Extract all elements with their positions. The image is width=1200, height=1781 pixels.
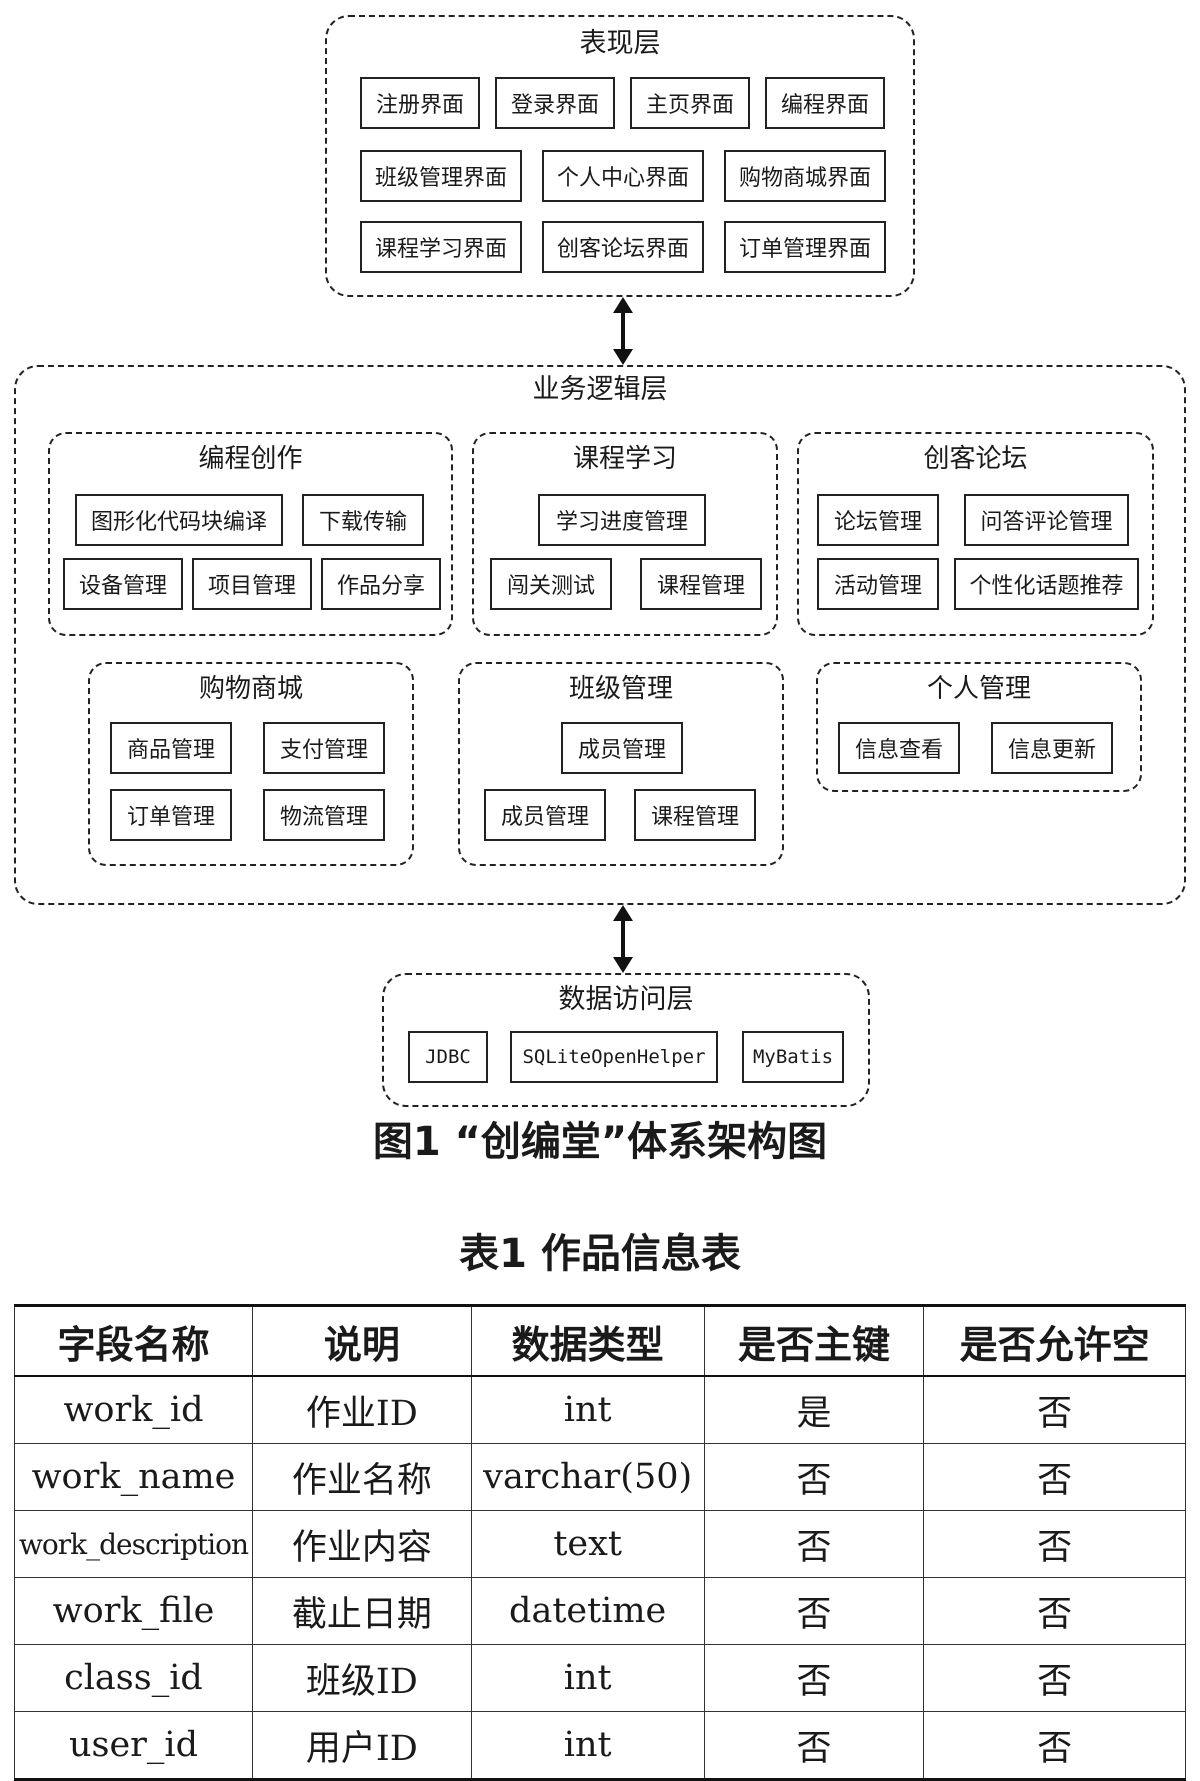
column-header: 数据类型 xyxy=(470,1304,705,1377)
table-cell: class_id xyxy=(14,1644,253,1712)
double-arrow-icon xyxy=(613,905,633,973)
work-info-table: 字段名称 说明 数据类型 是否主键 是否允许空 work_id 作业ID int… xyxy=(14,1304,1186,1781)
table-row: user_id 用户ID int 否 否 xyxy=(14,1711,1186,1781)
module-sqliteopenhelper: SQLiteOpenHelper xyxy=(510,1031,718,1083)
table-caption: 表1 作品信息表 xyxy=(459,1231,741,1277)
table-row: work_name 作业名称 varchar(50) 否 否 xyxy=(14,1443,1186,1511)
double-arrow-icon xyxy=(613,297,633,365)
group-class-management: 班级管理 成员管理 成员管理 课程管理 xyxy=(458,662,784,866)
group-maker-forum: 创客论坛 论坛管理 问答评论管理 活动管理 个性化话题推荐 xyxy=(797,432,1154,636)
table-cell: 否 xyxy=(703,1644,925,1712)
column-header: 是否允许空 xyxy=(923,1304,1186,1377)
table-cell: 用户ID xyxy=(251,1711,472,1781)
presentation-layer-title: 表现层 xyxy=(579,28,661,59)
table-cell: 是 xyxy=(703,1375,925,1444)
group-personal-management: 个人管理 信息查看 信息更新 xyxy=(816,662,1142,792)
group-shopping-mall: 购物商城 商品管理 支付管理 订单管理 物流管理 xyxy=(88,662,414,866)
module-jdbc: JDBC xyxy=(408,1031,488,1083)
presentation-layer: 表现层 注册界面 登录界面 主页界面 编程界面 班级管理界面 个人中心界面 购物… xyxy=(325,15,915,297)
module-block-compile: 图形化代码块编译 xyxy=(75,494,283,546)
group-personal-management-title: 个人管理 xyxy=(926,674,1031,704)
table-cell: 否 xyxy=(923,1375,1186,1444)
table-cell: text xyxy=(470,1510,705,1578)
module-topic-recommendation: 个性化话题推荐 xyxy=(954,558,1139,610)
module-goods-management: 商品管理 xyxy=(110,722,232,774)
table-cell: 班级ID xyxy=(251,1644,472,1712)
table-cell: 否 xyxy=(923,1711,1186,1781)
data-access-layer: 数据访问层 JDBC SQLiteOpenHelper MyBatis xyxy=(382,973,870,1107)
module-forum-management: 论坛管理 xyxy=(817,494,939,546)
module-device-management: 设备管理 xyxy=(63,558,183,610)
module-programming-ui: 编程界面 xyxy=(765,77,885,129)
group-course-learning-title: 课程学习 xyxy=(572,444,677,474)
table-row: class_id 班级ID int 否 否 xyxy=(14,1644,1186,1712)
table-cell: varchar(50) xyxy=(470,1443,705,1511)
module-register-ui: 注册界面 xyxy=(360,77,480,129)
group-programming-title: 编程创作 xyxy=(198,444,303,474)
module-qa-comment-management: 问答评论管理 xyxy=(964,494,1129,546)
group-shopping-mall-title: 购物商城 xyxy=(198,674,303,704)
table-cell: 否 xyxy=(923,1577,1186,1645)
group-class-management-title: 班级管理 xyxy=(568,674,673,704)
module-class-management-ui: 班级管理界面 xyxy=(360,150,522,202)
table-cell: 截止日期 xyxy=(251,1577,472,1645)
module-forum-ui: 创客论坛界面 xyxy=(542,221,704,273)
table-cell: 否 xyxy=(703,1577,925,1645)
group-maker-forum-title: 创客论坛 xyxy=(923,444,1028,474)
table-row: work_file 截止日期 datetime 否 否 xyxy=(14,1577,1186,1645)
module-personal-center-ui: 个人中心界面 xyxy=(542,150,704,202)
table-row: work_description 作业内容 text 否 否 xyxy=(14,1510,1186,1578)
column-header: 字段名称 xyxy=(14,1304,253,1377)
table-cell: 作业ID xyxy=(251,1375,472,1444)
module-level-test: 闯关测试 xyxy=(490,558,612,610)
module-login-ui: 登录界面 xyxy=(495,77,615,129)
module-info-view: 信息查看 xyxy=(838,722,960,774)
table-cell: 否 xyxy=(923,1510,1186,1578)
table-cell: work_id xyxy=(14,1375,253,1444)
column-header: 是否主键 xyxy=(703,1304,925,1377)
module-logistics-management: 物流管理 xyxy=(263,789,385,841)
table-cell: user_id xyxy=(14,1711,253,1781)
data-access-layer-title: 数据访问层 xyxy=(558,984,694,1015)
module-activity-management: 活动管理 xyxy=(817,558,939,610)
table-cell: 否 xyxy=(703,1443,925,1511)
business-logic-layer-title: 业务逻辑层 xyxy=(532,374,668,405)
module-home-ui: 主页界面 xyxy=(630,77,750,129)
module-shop-ui: 购物商城界面 xyxy=(724,150,886,202)
module-member-management: 成员管理 xyxy=(561,722,683,774)
module-course-ui: 课程学习界面 xyxy=(360,221,522,273)
table-cell: datetime xyxy=(470,1577,705,1645)
table-cell: work_name xyxy=(14,1443,253,1511)
table-cell: 否 xyxy=(703,1711,925,1781)
module-class-course-management: 课程管理 xyxy=(634,789,756,841)
table-row: work_id 作业ID int 是 否 xyxy=(14,1375,1186,1444)
table-cell: work_file xyxy=(14,1577,253,1645)
table-header-row: 字段名称 说明 数据类型 是否主键 是否允许空 xyxy=(14,1304,1186,1377)
table-cell: int xyxy=(470,1711,705,1781)
table-cell: 否 xyxy=(923,1443,1186,1511)
table-cell: work_description xyxy=(14,1510,253,1578)
module-order-management: 订单管理 xyxy=(110,789,232,841)
table-cell: int xyxy=(470,1644,705,1712)
table-cell: 作业名称 xyxy=(251,1443,472,1511)
table-cell: 否 xyxy=(703,1510,925,1578)
module-member-management-2: 成员管理 xyxy=(484,789,606,841)
module-work-share: 作品分享 xyxy=(321,558,441,610)
table-cell: 否 xyxy=(923,1644,1186,1712)
table-cell: int xyxy=(470,1375,705,1444)
module-progress-management: 学习进度管理 xyxy=(538,494,706,546)
group-programming: 编程创作 图形化代码块编译 下载传输 设备管理 项目管理 作品分享 xyxy=(48,432,453,636)
column-header: 说明 xyxy=(251,1304,472,1377)
module-project-management: 项目管理 xyxy=(192,558,312,610)
table-cell: 作业内容 xyxy=(251,1510,472,1578)
module-info-update: 信息更新 xyxy=(991,722,1113,774)
group-course-learning: 课程学习 学习进度管理 闯关测试 课程管理 xyxy=(472,432,778,636)
module-course-management: 课程管理 xyxy=(640,558,762,610)
business-logic-layer: 业务逻辑层 xyxy=(14,365,1186,905)
module-payment-management: 支付管理 xyxy=(263,722,385,774)
module-download-transfer: 下载传输 xyxy=(302,494,424,546)
module-order-ui: 订单管理界面 xyxy=(724,221,886,273)
module-mybatis: MyBatis xyxy=(742,1031,844,1083)
figure-caption: 图1 “创编堂”体系架构图 xyxy=(372,1119,828,1165)
